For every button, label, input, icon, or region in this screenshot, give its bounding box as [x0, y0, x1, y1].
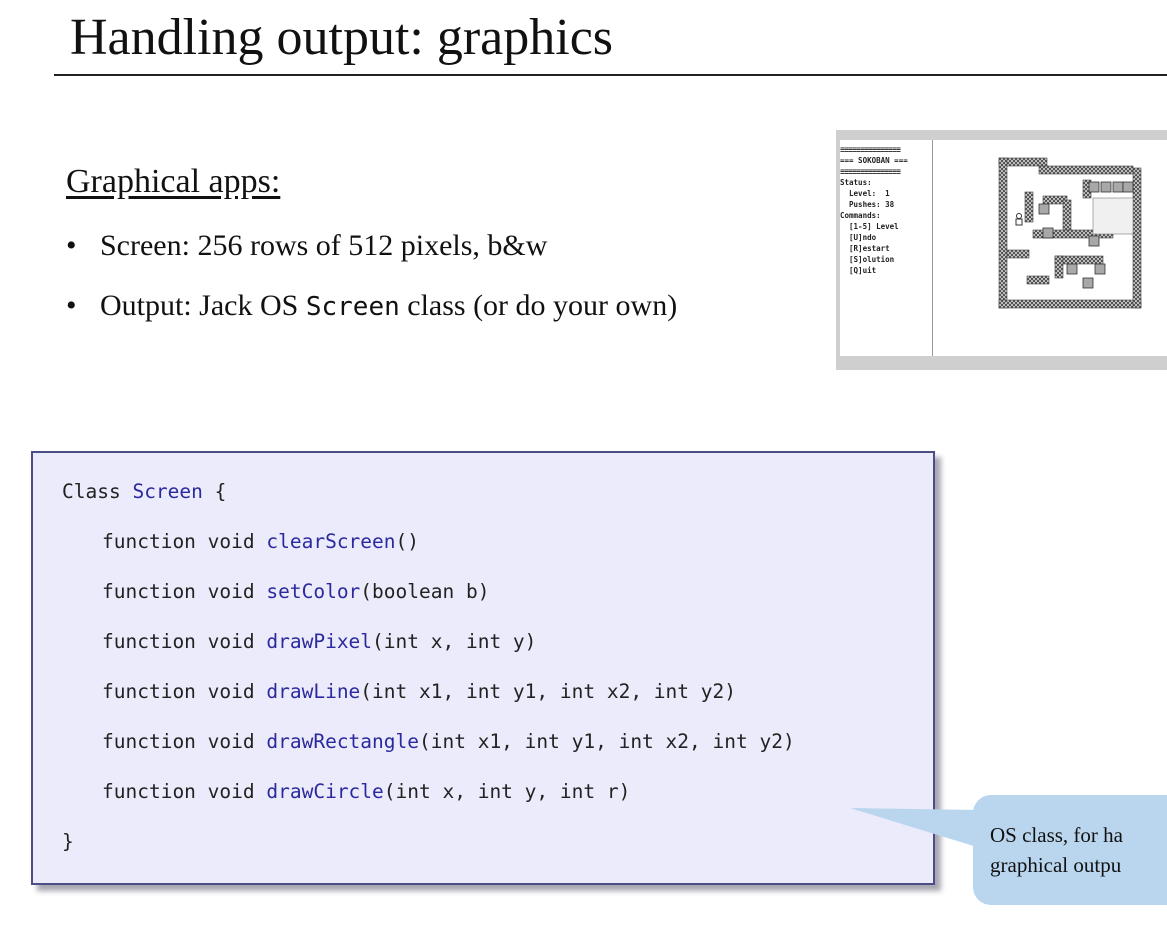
code-keyword: Class [62, 480, 133, 503]
game-banner-rule: ≡≡≡≡≡≡≡≡≡≡≡≡≡≡≡ [840, 167, 901, 176]
bullet-output: • Output: Jack OS Screen class (or do you… [66, 286, 677, 327]
bullet-dot: • [66, 229, 77, 262]
game-banner: === SOKOBAN === [840, 156, 908, 165]
game-line: [Q]uit [840, 266, 877, 275]
code-method-line: function void drawPixel(int x, int y) [102, 630, 536, 653]
code-class-name: Screen [132, 480, 203, 503]
code-prefix: function void [102, 730, 267, 753]
bullet-code: Screen [305, 292, 400, 322]
code-prefix: function void [102, 530, 267, 553]
game-line: [1-5] Level [840, 222, 899, 231]
code-prefix: function void [102, 630, 267, 653]
game-line: [U]ndo [840, 233, 877, 242]
title-divider [54, 74, 1167, 76]
code-method-args: () [395, 530, 419, 553]
section-heading: Graphical apps: [66, 163, 281, 200]
game-banner-rule: ≡≡≡≡≡≡≡≡≡≡≡≡≡≡≡ [840, 145, 901, 154]
game-screenshot: ≡≡≡≡≡≡≡≡≡≡≡≡≡≡≡ === SOKOBAN === ≡≡≡≡≡≡≡≡… [836, 130, 1167, 370]
bullet-text-post: class (or do your own) [399, 289, 678, 322]
code-method-args: (boolean b) [360, 580, 490, 603]
code-method-args: (int x1, int y1, int x2, int y2) [360, 680, 736, 703]
callout-pointer [850, 808, 980, 848]
game-line: [R]estart [840, 244, 890, 253]
code-method-line: function void setColor(boolean b) [102, 580, 489, 603]
screen-class-code-box [31, 451, 935, 885]
code-method-args: (int x, int y, int r) [383, 780, 631, 803]
code-method-name: drawRectangle [266, 730, 419, 753]
code-method-name: drawLine [266, 680, 361, 703]
code-method-name: drawPixel [266, 630, 373, 653]
game-line: [S]olution [840, 255, 895, 264]
code-method-name: clearScreen [266, 530, 396, 553]
game-line: Status: [840, 178, 872, 187]
code-prefix: function void [102, 780, 267, 803]
callout-line: OS class, for ha [990, 823, 1123, 847]
code-method-line: function void drawRectangle(int x1, int … [102, 730, 795, 753]
bullet-screen: • Screen: 256 rows of 512 pixels, b&w [66, 226, 547, 266]
code-method-name: drawCircle [266, 780, 384, 803]
game-line: Level: 1 [840, 189, 890, 198]
code-class-declaration: Class Screen { [62, 480, 226, 503]
game-board [933, 140, 1167, 356]
game-status-panel: ≡≡≡≡≡≡≡≡≡≡≡≡≡≡≡ === SOKOBAN === ≡≡≡≡≡≡≡≡… [840, 140, 933, 356]
game-line: Commands: [840, 211, 881, 220]
game-line: Pushes: 38 [840, 200, 895, 209]
bullet-text-pre: Output: Jack OS [100, 289, 306, 322]
code-prefix: function void [102, 580, 267, 603]
code-method-line: function void drawCircle(int x, int y, i… [102, 780, 630, 803]
code-brace-close: } [62, 830, 74, 853]
bullet-text: Screen: 256 rows of 512 pixels, b&w [100, 229, 548, 262]
bullet-dot: • [66, 289, 77, 322]
code-prefix: function void [102, 680, 267, 703]
code-method-line: function void drawLine(int x1, int y1, i… [102, 680, 736, 703]
callout-bubble [973, 795, 1167, 905]
code-brace-open: { [202, 480, 227, 503]
code-method-args: (int x1, int y1, int x2, int y2) [419, 730, 795, 753]
callout-line: graphical outpu [990, 853, 1122, 877]
callout-text: OS class, for ha graphical outpu [990, 820, 1123, 880]
slide-title: Handling output: graphics [70, 9, 614, 66]
code-method-name: setColor [266, 580, 361, 603]
code-method-line: function void clearScreen() [102, 530, 419, 553]
code-method-args: (int x, int y) [372, 630, 537, 653]
